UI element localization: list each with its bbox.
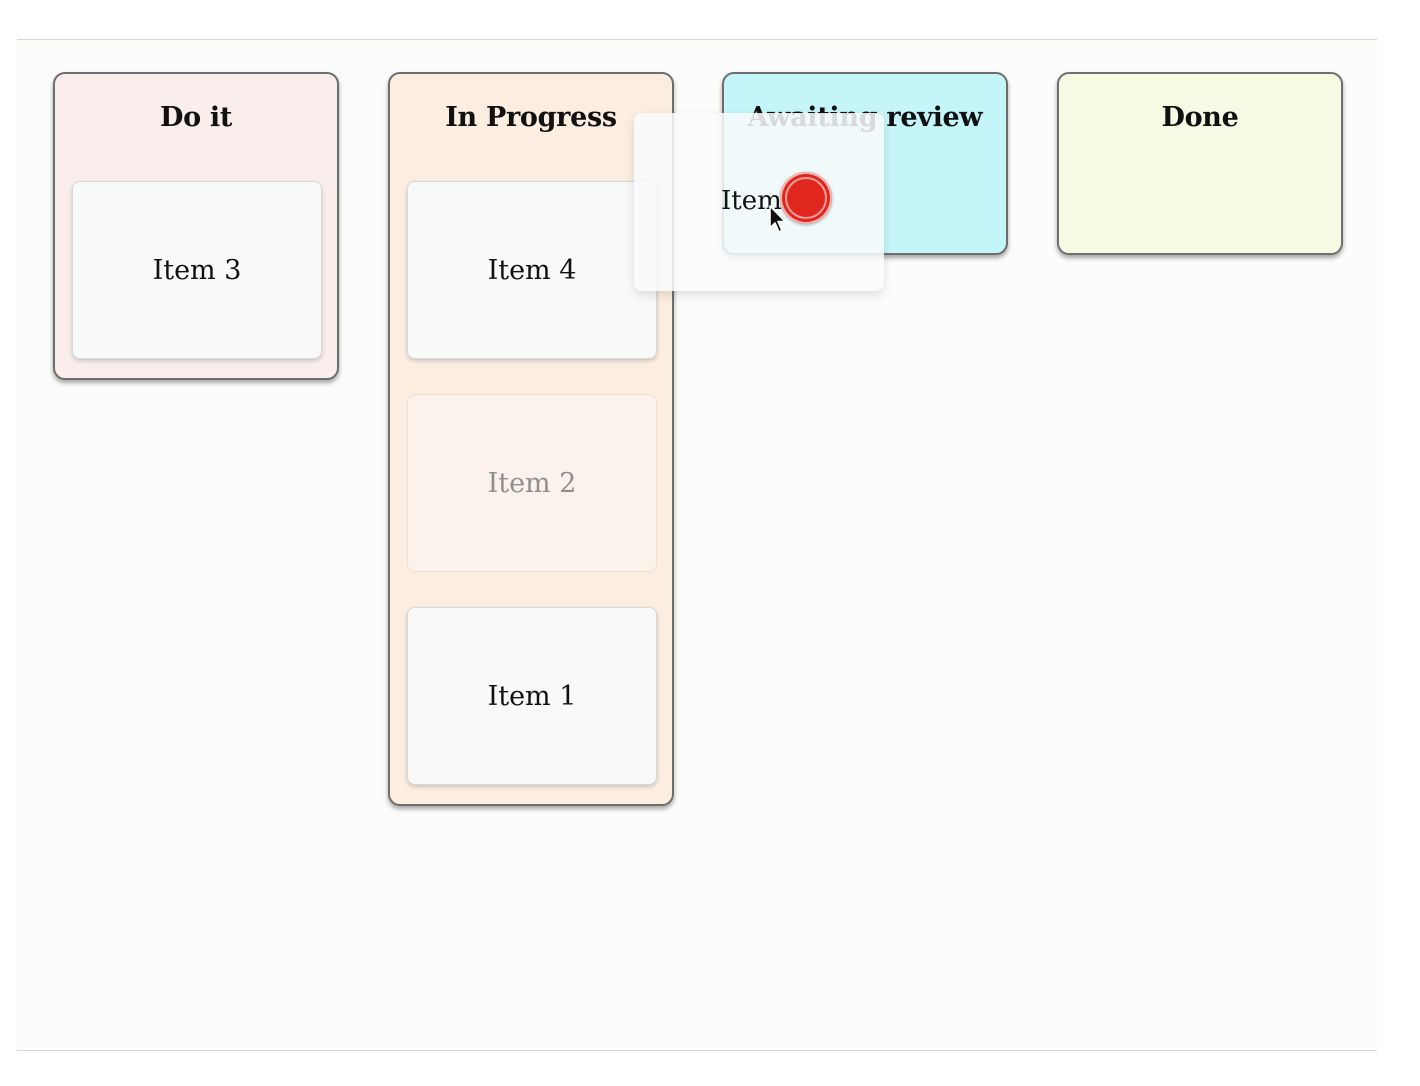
kanban-board: Do it Item 3 In Progress Item 4 Item 2 I… bbox=[17, 39, 1377, 1051]
arrow-cursor-icon bbox=[769, 205, 786, 233]
column-title: Do it bbox=[159, 102, 233, 133]
card-item-3[interactable]: Item 3 bbox=[72, 181, 322, 359]
column-title: In Progress bbox=[445, 102, 617, 133]
click-indicator-icon bbox=[780, 172, 832, 224]
card-placeholder-item-2: Item 2 bbox=[407, 394, 657, 572]
card-label: Item 4 bbox=[487, 254, 577, 286]
column-done[interactable]: Done bbox=[1057, 72, 1343, 255]
column-title: Done bbox=[1161, 102, 1239, 133]
column-in-progress[interactable]: In Progress Item 4 Item 2 Item 1 bbox=[388, 72, 674, 806]
card-item-1[interactable]: Item 1 bbox=[407, 607, 657, 785]
dragged-card-ghost[interactable]: Item 2 bbox=[634, 113, 884, 291]
card-item-4[interactable]: Item 4 bbox=[407, 181, 657, 359]
card-label: Item 3 bbox=[152, 254, 242, 286]
column-do-it[interactable]: Do it Item 3 bbox=[53, 72, 339, 380]
card-label: Item 2 bbox=[487, 467, 577, 499]
card-label: Item 1 bbox=[487, 680, 577, 712]
